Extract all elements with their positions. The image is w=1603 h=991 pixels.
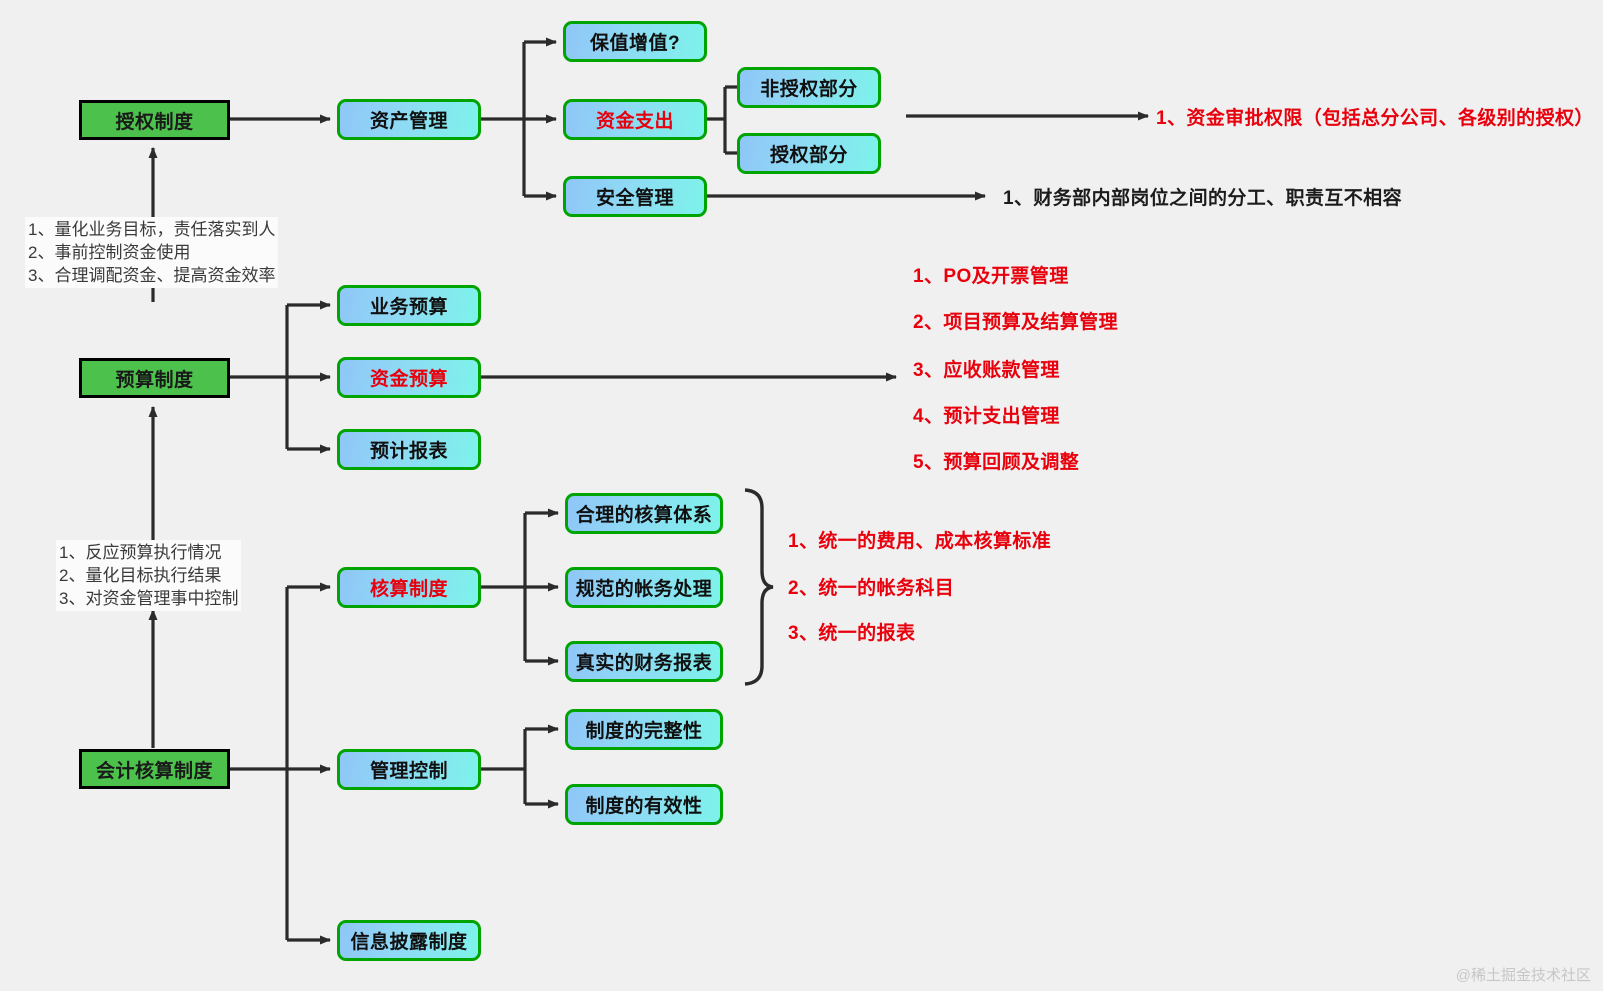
root-node-authorization[interactable]: 授权制度 xyxy=(79,100,230,140)
root-node-accounting[interactable]: 会计核算制度 xyxy=(79,749,230,789)
node-management-control[interactable]: 管理控制 xyxy=(337,749,481,790)
note-budget: 1、反应预算执行情况 2、量化目标执行结果 3、对资金管理事中控制 xyxy=(56,540,242,611)
callout-accounting-item-3: 3、统一的报表 xyxy=(788,623,916,644)
callout-accounting-item-2: 2、统一的帐务科目 xyxy=(788,578,955,599)
note-budget-line-3: 3、对资金管理事中控制 xyxy=(59,589,239,608)
note-authorization: 1、量化业务目标，责任落实到人 2、事前控制资金使用 3、合理调配资金、提高资金… xyxy=(25,217,279,288)
callout-budget-item-3: 3、应收账款管理 xyxy=(913,360,1060,381)
node-standardized-account-processing[interactable]: 规范的帐务处理 xyxy=(565,567,723,608)
callout-budget-item-5: 5、预算回顾及调整 xyxy=(913,452,1080,473)
note-budget-line-1: 1、反应预算执行情况 xyxy=(59,543,222,562)
node-estimated-report[interactable]: 预计报表 xyxy=(337,429,481,470)
node-safety-management[interactable]: 安全管理 xyxy=(563,176,707,217)
node-asset-management[interactable]: 资产管理 xyxy=(337,99,481,140)
callout-budget-item-1: 1、PO及开票管理 xyxy=(913,266,1069,287)
note-authorization-line-1: 1、量化业务目标，责任落实到人 xyxy=(28,220,276,239)
callout-fund-approval: 1、资金审批权限（包括总分公司、各级别的授权） xyxy=(1156,108,1594,129)
callout-finance-segregation: 1、财务部内部岗位之间的分工、职责互不相容 xyxy=(1003,188,1402,209)
note-authorization-line-2: 2、事前控制资金使用 xyxy=(28,243,191,262)
callout-accounting-item-1: 1、统一的费用、成本核算标准 xyxy=(788,531,1052,552)
node-accounting-system[interactable]: 核算制度 xyxy=(337,567,481,608)
node-true-financial-statements[interactable]: 真实的财务报表 xyxy=(565,641,723,682)
node-reasonable-accounting-system[interactable]: 合理的核算体系 xyxy=(565,493,723,534)
root-node-budget[interactable]: 预算制度 xyxy=(79,358,230,398)
node-system-completeness[interactable]: 制度的完整性 xyxy=(565,709,723,750)
note-authorization-line-3: 3、合理调配资金、提高资金效率 xyxy=(28,266,276,285)
node-information-disclosure[interactable]: 信息披露制度 xyxy=(337,920,481,961)
note-budget-line-2: 2、量化目标执行结果 xyxy=(59,566,222,585)
node-system-effectiveness[interactable]: 制度的有效性 xyxy=(565,784,723,825)
node-non-authorized-part[interactable]: 非授权部分 xyxy=(737,67,881,108)
node-value-preservation[interactable]: 保值增值? xyxy=(563,21,707,62)
callout-budget-item-4: 4、预计支出管理 xyxy=(913,406,1060,427)
node-fund-budget[interactable]: 资金预算 xyxy=(337,357,481,398)
watermark: @稀土掘金技术社区 xyxy=(1455,967,1591,984)
node-authorized-part[interactable]: 授权部分 xyxy=(737,133,881,174)
node-fund-expenditure[interactable]: 资金支出 xyxy=(563,99,707,140)
callout-budget-item-2: 2、项目预算及结算管理 xyxy=(913,312,1118,333)
node-business-budget[interactable]: 业务预算 xyxy=(337,285,481,326)
